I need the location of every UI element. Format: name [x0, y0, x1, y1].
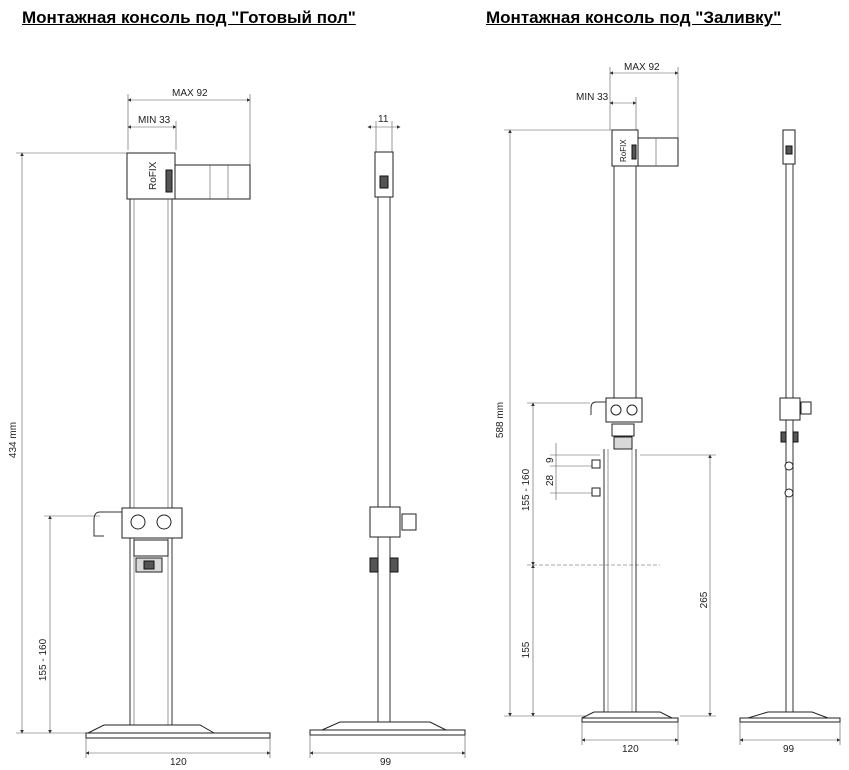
left-side-top-label: 11 [378, 114, 389, 125]
right-base-top [581, 711, 673, 719]
left-adjust-label: 155 - 160 [38, 638, 49, 681]
right-hook [590, 401, 606, 415]
right-side-lock-1 [780, 431, 787, 443]
right-max-label: MAX 92 [624, 62, 660, 73]
left-side-lock-1 [369, 557, 379, 573]
left-base-label: 120 [170, 757, 187, 768]
right-side-base-label: 99 [783, 744, 795, 755]
right-pin-1 [591, 459, 601, 469]
right-clamp-bolt-2 [626, 404, 638, 416]
right-side-base [739, 717, 841, 723]
left-lock-button [143, 560, 155, 570]
right-side-pin-1 [784, 461, 794, 471]
right-side-base-top [747, 711, 829, 719]
left-max-label: MAX 92 [172, 88, 208, 99]
right-right-label: 265 [699, 591, 710, 608]
left-front-view: MAX 92 MIN 33 434 mm 155 - 160 RoFIX [8, 88, 271, 768]
left-height-label: 434 mm [8, 422, 19, 458]
right-side-bolt [800, 401, 812, 415]
right-gap-label-2: 28 [545, 474, 556, 486]
right-head-slot [631, 144, 637, 160]
left-clamp-bolt-1 [130, 514, 146, 530]
left-side-base [309, 729, 466, 736]
right-clamp-bolt-1 [610, 404, 622, 416]
left-side-view: 11 99 [309, 114, 466, 768]
left-head-slot [165, 169, 173, 193]
right-pin-2 [591, 487, 601, 497]
left-arm-clip [174, 164, 251, 200]
left-base-plate [85, 732, 271, 739]
left-side-bolt [401, 513, 417, 531]
right-height-label: 588 mm [495, 402, 506, 438]
right-scale [611, 423, 635, 437]
right-side-lock-2 [792, 431, 799, 443]
left-side-lock-2 [389, 557, 399, 573]
left-base-top [87, 724, 216, 734]
title-finished-floor: Монтажная консоль под "Готовый пол" [22, 8, 356, 27]
right-side-view: 99 [739, 129, 841, 755]
left-side-head [374, 151, 394, 198]
right-side-head-slot [785, 145, 793, 155]
left-clamp-bolt-2 [156, 514, 172, 530]
right-lock [613, 436, 633, 450]
left-hook [93, 511, 122, 537]
right-brand-label: RoFIX [619, 139, 628, 162]
right-base-label: 120 [622, 744, 639, 755]
right-side-clamp [779, 397, 801, 421]
right-arm-clip [637, 137, 679, 167]
right-gap-label-1: 9 [545, 457, 556, 463]
right-lower-label: 155 [521, 641, 532, 658]
title-screed: Монтажная консоль под "Заливку" [486, 8, 782, 27]
left-side-clamp [369, 506, 401, 538]
right-adjust-label: 155 - 160 [521, 468, 532, 511]
right-min-label: MIN 33 [576, 92, 609, 103]
right-base [581, 717, 679, 723]
left-side-base-top [321, 721, 447, 731]
left-scale [133, 539, 169, 557]
left-side-head-slot [379, 175, 389, 189]
left-side-base-label: 99 [380, 757, 392, 768]
right-front-view: MAX 92 MIN 33 588 mm 155 - 160 9 28 155 … [495, 62, 716, 755]
left-min-label: MIN 33 [138, 115, 171, 126]
left-brand-label: RoFIX [148, 161, 159, 190]
right-side-pin-2 [784, 488, 794, 498]
